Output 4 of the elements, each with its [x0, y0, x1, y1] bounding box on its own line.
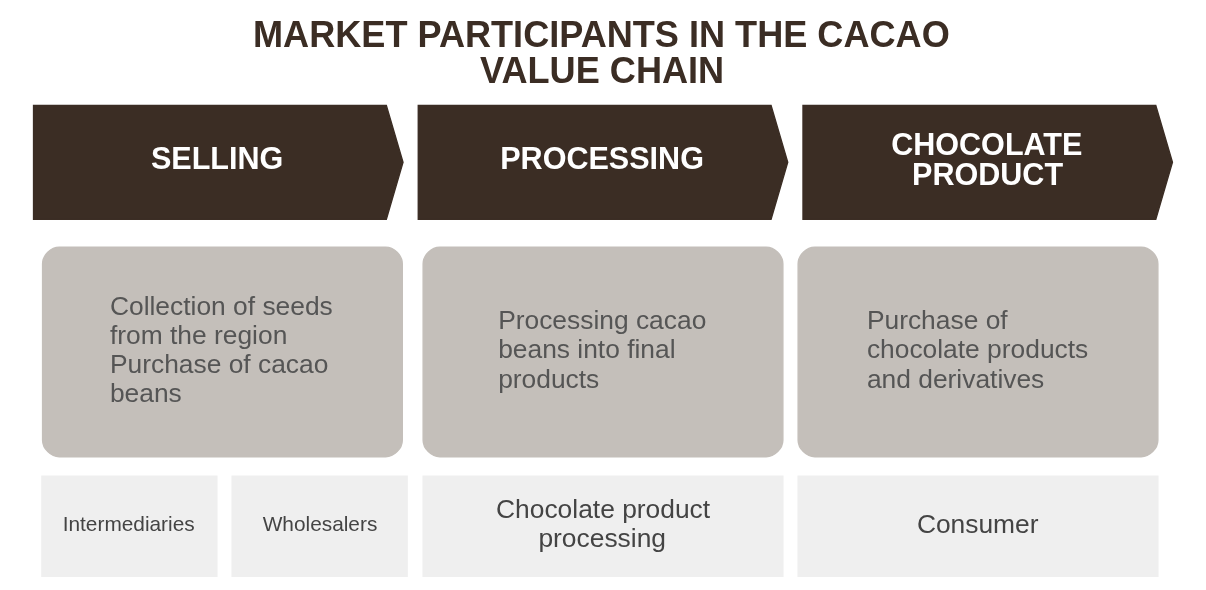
- node-box: Processing cacao beans into final products: [422, 246, 784, 458]
- diagram-title: MARKET PARTICIPANTS IN THE CACAO VALUE CHAIN: [253, 13, 950, 91]
- node-box: Collection of seeds from the region Purchase of cacao beans: [41, 246, 403, 458]
- node-box: Purchase of chocolate products and derivatives: [797, 246, 1159, 458]
